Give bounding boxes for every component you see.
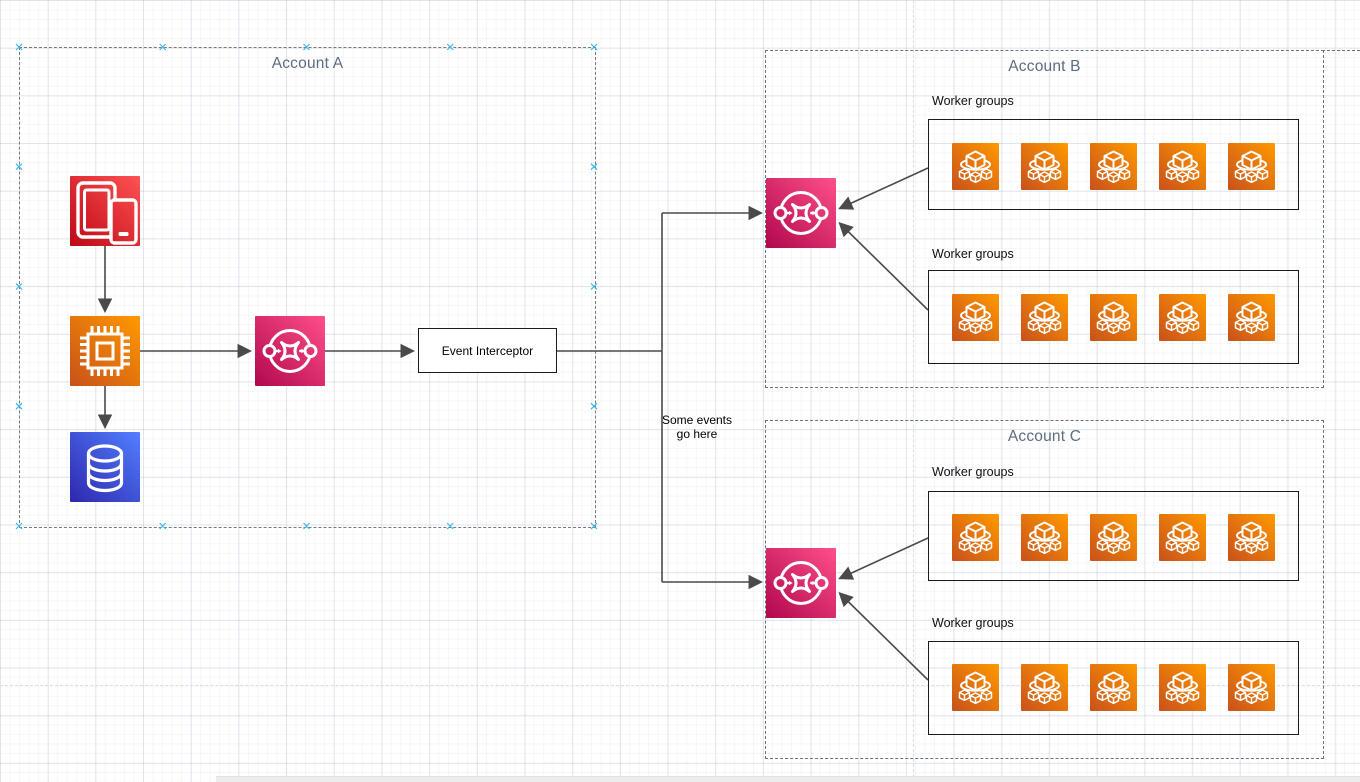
worker-node-icon[interactable] [1021,294,1068,341]
event-bus-icon-b[interactable] [766,178,836,248]
event-interceptor-node[interactable]: Event Interceptor [418,328,557,373]
worker-node-icon[interactable] [1090,664,1137,711]
worker-node-icon[interactable] [1090,143,1137,190]
event-interceptor-label: Event Interceptor [441,343,534,358]
worker-groups-box-c2[interactable] [928,641,1299,735]
worker-node-icon[interactable] [952,143,999,190]
horizontal-scrollbar[interactable] [216,776,1360,782]
events-note-label[interactable]: Some events go here [661,413,733,441]
account-b-box[interactable]: Account B [765,50,1324,388]
worker-groups-label-b2[interactable]: Worker groups [932,247,1014,261]
page-break-horizontal [0,685,1360,686]
event-bus-icon-a[interactable] [255,316,325,386]
worker-node-icon[interactable] [952,664,999,711]
account-b-title: Account B [1008,58,1081,75]
worker-groups-box-c1[interactable] [928,491,1299,581]
worker-node-icon[interactable] [952,294,999,341]
worker-node-icon[interactable] [1228,664,1275,711]
worker-node-icon[interactable] [952,514,999,561]
worker-node-icon[interactable] [1159,514,1206,561]
worker-node-icon[interactable] [1159,294,1206,341]
processor-chip-icon[interactable] [70,316,140,386]
worker-groups-label-c2[interactable]: Worker groups [932,616,1014,630]
mobile-devices-icon[interactable] [70,176,140,246]
worker-node-icon[interactable] [1228,294,1275,341]
account-a-title: Account A [271,55,344,72]
account-b-border-extension [1322,50,1360,51]
worker-node-icon[interactable] [1021,143,1068,190]
worker-node-icon[interactable] [1021,514,1068,561]
worker-node-icon[interactable] [1090,514,1137,561]
worker-groups-box-b2[interactable] [928,270,1299,364]
worker-node-icon[interactable] [1021,664,1068,711]
worker-groups-label-c1[interactable]: Worker groups [932,465,1014,479]
worker-node-icon[interactable] [1159,664,1206,711]
account-c-box[interactable]: Account C [765,420,1324,759]
worker-node-icon[interactable] [1159,143,1206,190]
account-c-title: Account C [1007,428,1082,445]
event-bus-icon-c[interactable] [766,548,836,618]
worker-node-icon[interactable] [1228,514,1275,561]
worker-groups-label-b1[interactable]: Worker groups [932,94,1014,108]
worker-groups-box-b1[interactable] [928,119,1299,210]
worker-node-icon[interactable] [1228,143,1275,190]
page-break-vertical [913,0,914,782]
database-cylinder-icon[interactable] [70,432,140,502]
worker-node-icon[interactable] [1090,294,1137,341]
